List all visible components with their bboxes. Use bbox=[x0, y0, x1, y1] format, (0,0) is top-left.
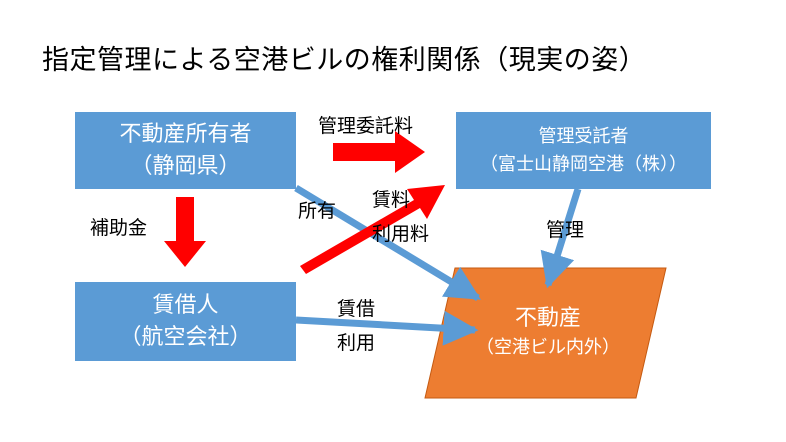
rent-arrow bbox=[300, 185, 445, 274]
trustee-name: 管理受託者 bbox=[538, 125, 629, 147]
subsidy-label: 補助金 bbox=[90, 217, 148, 239]
lease-arrow bbox=[295, 310, 479, 346]
lease-label-1: 賃借 bbox=[337, 298, 376, 320]
management-fee-label: 管理委託料 bbox=[318, 115, 414, 137]
property-shape[interactable] bbox=[424, 267, 667, 399]
tenant-org: （航空会社） bbox=[119, 324, 252, 350]
trustee-org: （富士山静岡空港（株）） bbox=[480, 153, 687, 175]
owner-box[interactable]: 不動産所有者 （静岡県） bbox=[75, 112, 296, 189]
management-label: 管理 bbox=[546, 219, 585, 241]
owner-org: （静岡県） bbox=[130, 153, 241, 179]
subsidy-arrow bbox=[164, 197, 206, 267]
ownership-arrow bbox=[294, 185, 481, 301]
lease-label-2: 利用 bbox=[337, 332, 376, 354]
management-fee-arrow bbox=[333, 131, 425, 173]
management-arrow bbox=[540, 187, 582, 289]
rent-label-1: 賃料 bbox=[372, 189, 411, 211]
page-title: 指定管理による空港ビルの権利関係（現実の姿） bbox=[42, 45, 647, 76]
trustee-box[interactable]: 管理受託者 （富士山静岡空港（株）） bbox=[456, 112, 711, 189]
ownership-label: 所有 bbox=[298, 200, 337, 222]
tenant-box[interactable]: 賃借人 （航空会社） bbox=[75, 282, 296, 361]
tenant-name: 賃借人 bbox=[152, 292, 219, 318]
rent-label-2: 利用料 bbox=[372, 223, 430, 245]
owner-name: 不動産所有者 bbox=[119, 121, 252, 147]
